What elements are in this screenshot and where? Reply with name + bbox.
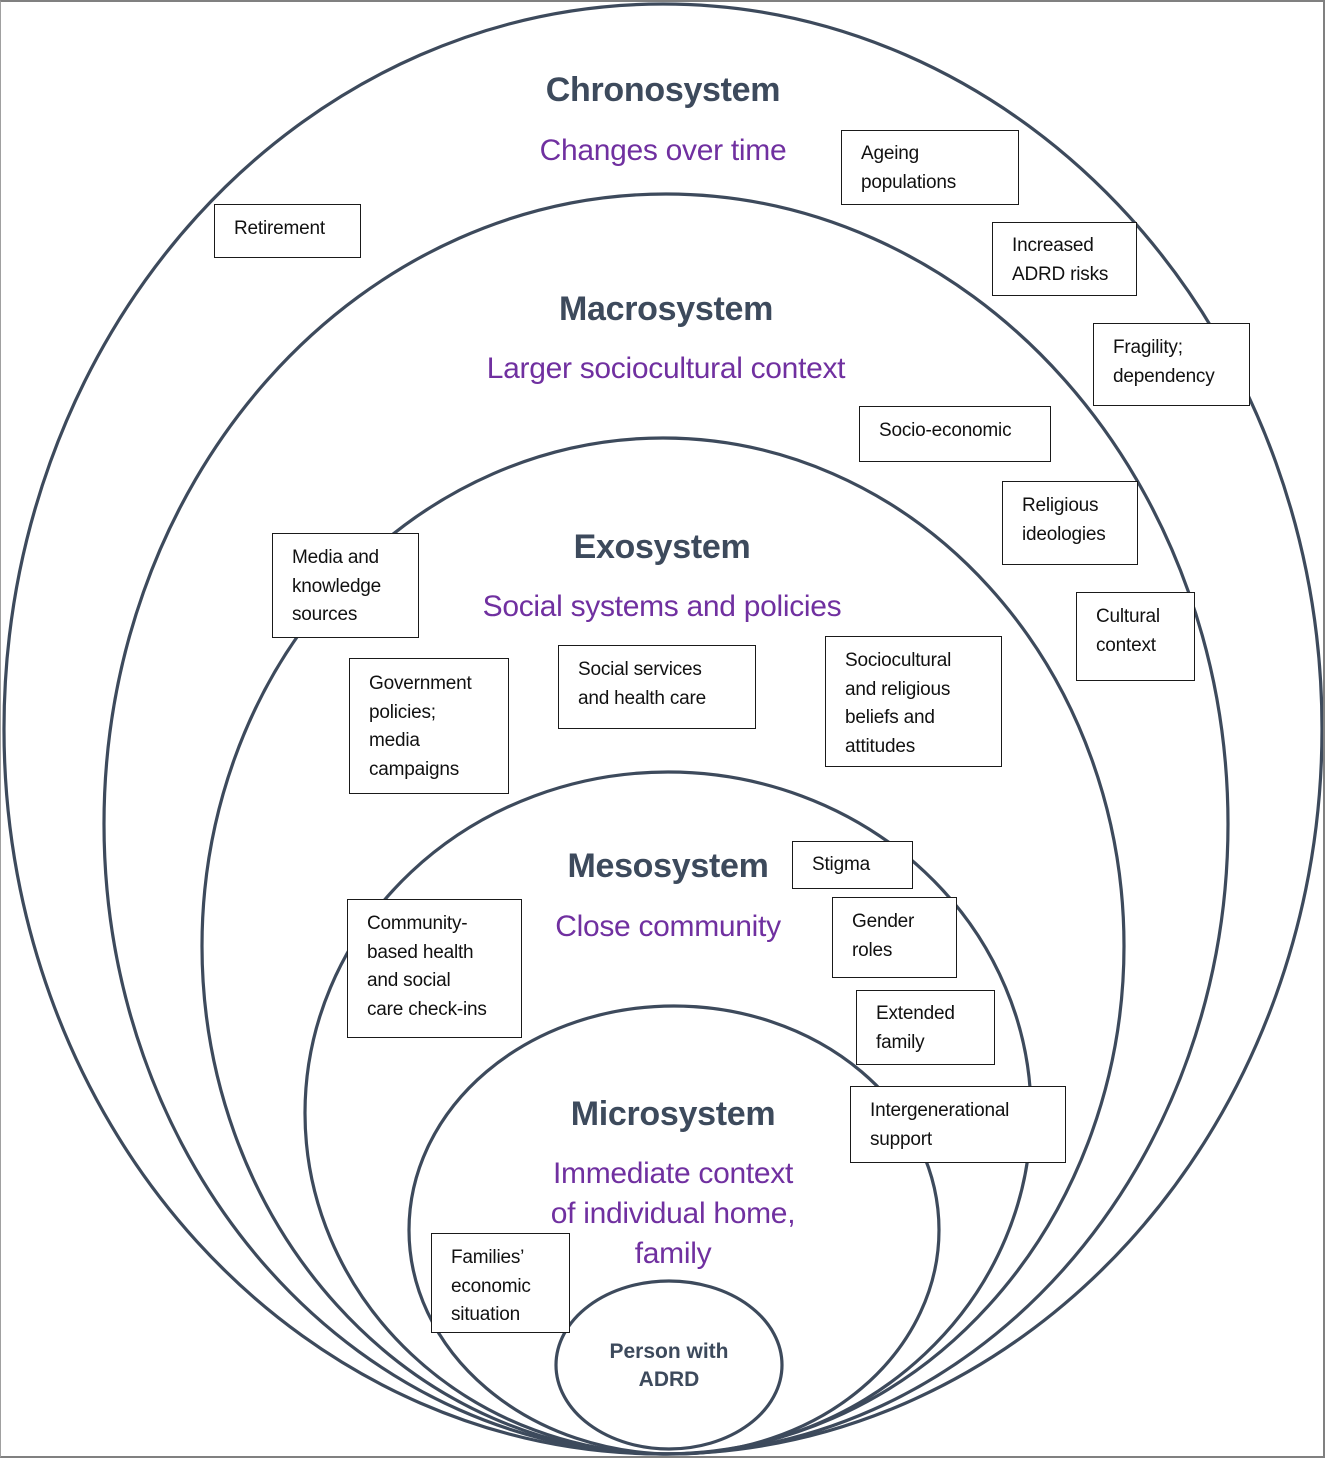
microsystem-title: Microsystem bbox=[570, 1095, 776, 1133]
factor-increased-adrd-risks: Increased ADRD risks bbox=[992, 222, 1137, 296]
factor-media-knowledge-sources: Media and knowledge sources bbox=[272, 533, 419, 638]
exosystem-title: Exosystem bbox=[573, 528, 751, 566]
factor-government-policies: Government policies; media campaigns bbox=[349, 658, 509, 794]
mesosystem-title: Mesosystem bbox=[567, 847, 769, 885]
factor-ageing-populations: Ageing populations bbox=[841, 130, 1019, 205]
person-ring bbox=[554, 1279, 784, 1451]
factor-families-economic-situation: Families’ economic situation bbox=[431, 1233, 570, 1333]
factor-religious-ideologies: Religious ideologies bbox=[1002, 481, 1138, 565]
factor-gender-roles: Gender roles bbox=[832, 897, 957, 978]
factor-social-services-health-care: Social services and health care bbox=[558, 645, 756, 729]
factor-socio-economic: Socio-economic bbox=[859, 406, 1051, 462]
macrosystem-subtitle: Larger sociocultural context bbox=[486, 352, 846, 385]
factor-sociocultural-religious-beliefs: Sociocultural and religious beliefs and … bbox=[825, 636, 1002, 767]
factor-extended-family: Extended family bbox=[856, 990, 995, 1065]
factor-cultural-context: Cultural context bbox=[1076, 592, 1195, 681]
exosystem-subtitle: Social systems and policies bbox=[482, 590, 842, 623]
factor-stigma: Stigma bbox=[792, 841, 913, 889]
macrosystem-title: Macrosystem bbox=[558, 290, 774, 328]
mesosystem-subtitle: Close community bbox=[555, 910, 781, 943]
chronosystem-title: Chronosystem bbox=[545, 71, 781, 109]
factor-community-check-ins: Community- based health and social care … bbox=[347, 899, 522, 1038]
microsystem-subtitle: Immediate context of individual home, fa… bbox=[550, 1157, 796, 1270]
microsystem-ring bbox=[407, 1004, 941, 1456]
chronosystem-subtitle: Changes over time bbox=[539, 134, 787, 167]
person-with-adrd-label: Person with ADRD bbox=[609, 1340, 729, 1391]
factor-fragility-dependency: Fragility; dependency bbox=[1093, 323, 1250, 406]
factor-intergenerational-support: Intergenerational support bbox=[850, 1086, 1066, 1163]
factor-retirement: Retirement bbox=[214, 204, 361, 258]
